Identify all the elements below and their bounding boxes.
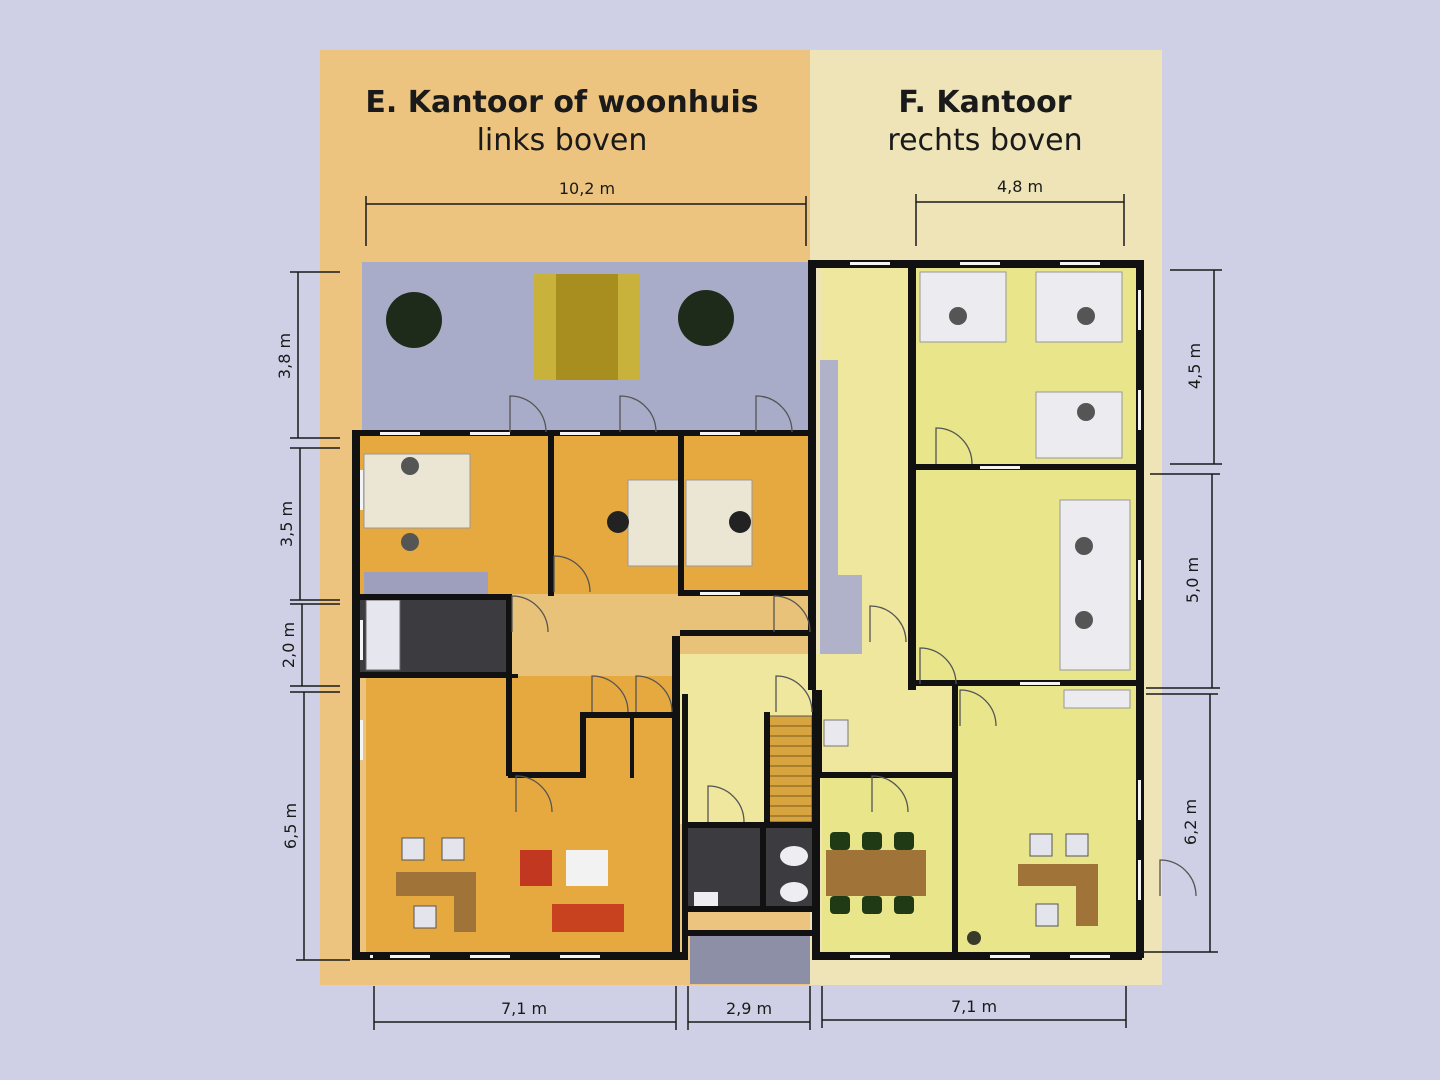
chair-icon-f1b [1077,307,1095,325]
dim-label-left-4: 6,5 m [281,803,300,849]
chair-icon-e1a [401,457,419,475]
desk-f1b [1035,271,1123,343]
dim-label-top-right: 4,8 m [997,177,1043,196]
section-e-subtitle: links boven [477,123,648,158]
chair-icon-e2 [607,511,629,533]
plant-icon-small [967,931,981,945]
corridor-ramp [820,575,862,655]
dim-label-bottom-mid: 2,9 m [726,999,772,1018]
toilet-icon-2 [780,846,808,866]
dim-label-right-1: 4,5 m [1185,343,1204,389]
chair-icon-e3 [729,511,751,533]
chair-icon-f3a [1029,833,1053,857]
bathtub-icon [365,599,401,671]
dim-label-right-3: 6,2 m [1181,799,1200,845]
desk-f3 [1018,864,1098,926]
sofa-icon [552,904,624,932]
chair-icon-l3 [413,905,437,929]
stairs [767,715,813,823]
corridor-wall-panel [820,360,838,580]
section-f-title: F. Kantoor [898,85,1071,120]
plant-icon [386,292,442,348]
chair-icon-f1c [1077,403,1095,421]
dim-left [290,271,350,961]
desk-living [396,872,476,932]
chair-icon-f1a [949,307,967,325]
washbasin-icon [694,892,718,906]
dim-label-right-2: 5,0 m [1183,557,1202,603]
chair-icon-f2b [1075,611,1093,629]
dim-label-left-2: 3,5 m [277,501,296,547]
coffee-table [566,850,608,886]
dim-label-left-3: 2,0 m [279,622,298,668]
dim-label-bottom-right: 7,1 m [951,997,997,1016]
chair-icon-e1b [401,533,419,551]
chair-icon-f3c [1035,903,1059,927]
dim-label-left-1: 3,8 m [275,333,294,379]
desk-f1a [919,271,1007,343]
dim-right [1140,269,1222,953]
doors [509,395,1197,897]
section-e-title: E. Kantoor of woonhuis [365,85,758,120]
section-f-subtitle: rechts boven [887,123,1082,158]
armchair-icon [520,850,552,886]
desk-f2 [1059,499,1131,671]
desk-f1c [1035,391,1123,459]
stairs-steps [768,725,812,817]
chair-icon-l2 [441,837,465,861]
chair-icon-f2a [1075,537,1093,555]
dim-label-bottom-left: 7,1 m [501,999,547,1018]
dim-top-right: 4,8 m [915,177,1125,246]
dim-bottom [373,986,1127,1030]
dim-top-left: 10,2 m [365,179,807,246]
plant-icon-2 [678,290,734,346]
toilet-icon-3 [780,882,808,902]
shelf-f3 [1063,689,1131,709]
walls [352,260,1144,960]
chair-icon-l1 [401,837,425,861]
counter [364,572,488,594]
kitchen-sink-icon [823,719,849,747]
meeting-table [826,850,926,896]
dim-label-top-left: 10,2 m [559,179,615,198]
desk-cluster-e2 [627,479,681,567]
chair-icon-f3b [1065,833,1089,857]
terrace-bench-slats [556,274,618,380]
meeting-chairs [830,832,914,914]
entrance [690,934,810,984]
hall-e [510,594,808,654]
